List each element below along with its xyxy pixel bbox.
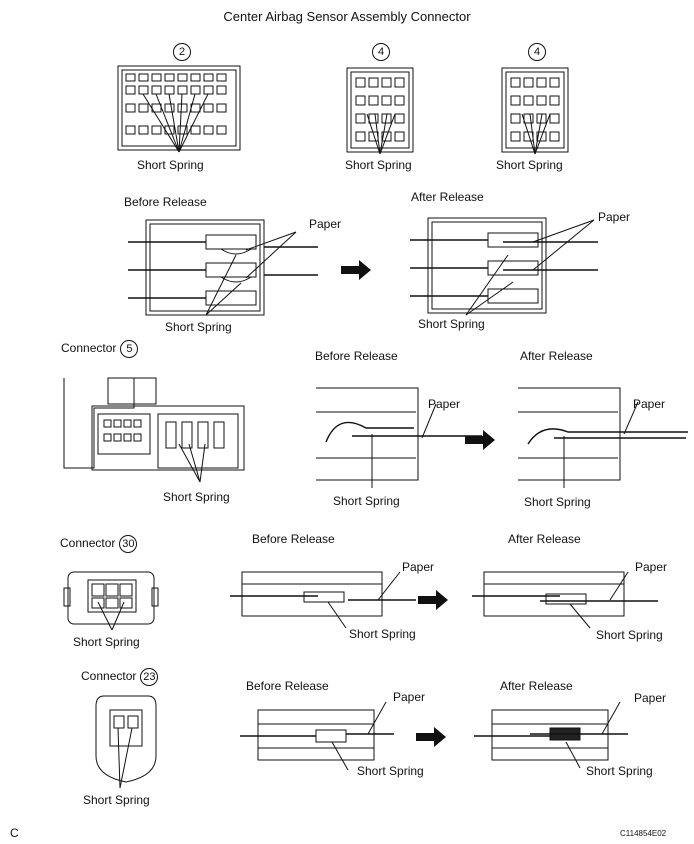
connector-30-face <box>63 571 159 631</box>
row5-before-spring-label: Short Spring <box>333 494 400 508</box>
connector-2-face <box>117 65 241 153</box>
row23-after-label: After Release <box>500 679 573 693</box>
connector-4a-number: 4 <box>368 43 390 61</box>
row30-before-paper-label: Paper <box>402 560 435 574</box>
row30-arrow <box>418 590 448 610</box>
row23-before-cross-section <box>240 701 394 771</box>
row1-before-paper-label: Paper <box>309 217 342 231</box>
connector-4a-spring-label: Short Spring <box>345 158 412 172</box>
row5-after-label: After Release <box>520 349 593 363</box>
row1-after-paper-label: Paper <box>598 210 631 224</box>
short-spring-leaders <box>142 93 209 153</box>
row1-after-spring-label: Short Spring <box>418 317 485 331</box>
row1-after-label: After Release <box>411 190 484 204</box>
row1-before-label: Before Release <box>124 195 207 209</box>
connector-30-spring-label: Short Spring <box>73 635 140 649</box>
connector-5-spring-label: Short Spring <box>163 490 230 504</box>
row23-before-label: Before Release <box>246 679 329 693</box>
row5-after-paper-label: Paper <box>633 397 666 411</box>
row30-before-cross-section <box>230 571 416 629</box>
connector-4a-face <box>346 67 414 155</box>
connector-4b-spring-label: Short Spring <box>496 158 563 172</box>
row5-arrow <box>465 430 495 450</box>
row1-before-spring-label: Short Spring <box>165 320 232 334</box>
connector-23-spring-label: Short Spring <box>83 793 150 807</box>
row1-after-cross-section <box>410 217 598 316</box>
row23-before-paper-label: Paper <box>393 690 426 704</box>
connector-2-number: 2 <box>169 43 191 61</box>
row30-after-spring-label: Short Spring <box>596 628 663 642</box>
row5-before-paper-label: Paper <box>428 397 461 411</box>
row23-before-spring-label: Short Spring <box>357 764 424 778</box>
connector-23-face <box>95 695 157 789</box>
row23-arrow <box>416 727 446 747</box>
row30-after-cross-section <box>472 571 658 629</box>
terminal-grid <box>125 73 227 135</box>
row1-before-cross-section <box>128 219 318 316</box>
footer-code: C114854E02 <box>620 829 667 838</box>
connector-2-spring-label: Short Spring <box>137 158 204 172</box>
row5-after-spring-label: Short Spring <box>524 495 591 509</box>
row23-after-cross-section <box>474 701 628 769</box>
connector-4b-face <box>501 67 569 155</box>
row30-before-spring-label: Short Spring <box>349 627 416 641</box>
row30-before-label: Before Release <box>252 532 335 546</box>
row1-arrow <box>341 260 371 280</box>
connector-4b-number: 4 <box>524 43 546 61</box>
row5-after-cross-section <box>518 387 688 488</box>
row30-after-paper-label: Paper <box>635 560 668 574</box>
row23-after-spring-label: Short Spring <box>586 764 653 778</box>
footer-left: C <box>10 826 19 840</box>
row23-after-paper-label: Paper <box>634 691 667 705</box>
row5-before-label: Before Release <box>315 349 398 363</box>
diagram-title: Center Airbag Sensor Assembly Connector <box>223 9 471 24</box>
connector-5-face <box>63 377 245 483</box>
row5-before-cross-section <box>316 387 482 488</box>
row30-after-label: After Release <box>508 532 581 546</box>
